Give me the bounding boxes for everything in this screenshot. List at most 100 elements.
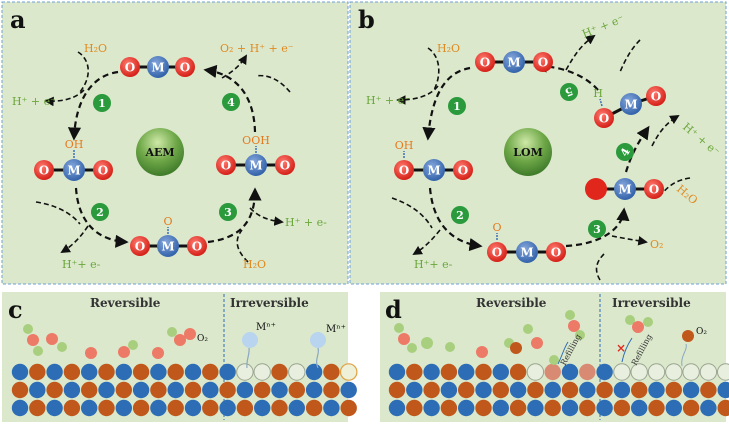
oxygen-site <box>167 381 184 399</box>
label-b-hpe-2: H⁺+ e- <box>414 258 453 271</box>
panel-d-reversible: Reversible <box>476 296 547 310</box>
atom-label: O <box>599 112 609 126</box>
adsorbate-oh: OH <box>65 138 84 151</box>
oxygen-site <box>406 381 423 399</box>
vacancy-site <box>253 363 271 381</box>
label-b-hpe-1: H⁺ + e⁻ <box>366 94 410 107</box>
oxygen-site <box>46 399 63 417</box>
side-arrow-b-hpe-top <box>565 34 596 71</box>
atom-label: M <box>67 164 80 178</box>
center-sphere-aem <box>136 128 184 176</box>
oxygen-site <box>613 381 631 399</box>
metal-site <box>63 363 81 381</box>
oxygen-site <box>11 399 29 417</box>
atom-label: O <box>192 240 202 254</box>
oxygen-site <box>115 363 132 381</box>
metal-site <box>579 399 596 417</box>
oxygen-site <box>579 381 596 399</box>
metal-site <box>458 381 475 399</box>
refill-arrow <box>621 337 633 363</box>
oxygen-site <box>423 399 440 417</box>
center-sphere-lom <box>504 128 552 176</box>
atom-label: O <box>98 164 108 178</box>
oxygen-site <box>219 363 236 381</box>
metal-site <box>440 363 458 381</box>
metal-site <box>406 399 423 417</box>
adsorbate-ooh: OOH <box>242 134 270 147</box>
panel-d: d Reversible Irreversible O₂ Refilling ×… <box>380 292 729 422</box>
vacancy-site <box>647 363 666 381</box>
oxygen-site <box>288 399 305 417</box>
oxygen-site <box>458 399 475 417</box>
oxygen-site <box>132 381 150 399</box>
side-arrow-a-top-right <box>255 74 291 93</box>
refilled-site <box>544 363 561 381</box>
molecule-b-bottom: O M O O <box>487 221 566 263</box>
svg-text:2: 2 <box>456 209 464 222</box>
oxygen-site <box>202 381 219 399</box>
step-badge-a-4: 4 <box>222 93 240 111</box>
dissolved-ions-c: Mⁿ⁺ Mⁿ⁺ <box>242 322 346 369</box>
adsorbate-oh: OH <box>395 139 414 152</box>
oxygen-site <box>492 399 509 417</box>
cycle-arrow-a-2 <box>74 187 129 248</box>
panel-b: b O M O <box>349 1 727 285</box>
lattice-d <box>388 363 729 417</box>
oxygen-site <box>700 399 717 417</box>
adsorbate-o: O <box>163 215 172 228</box>
metal-atom <box>620 93 642 115</box>
side-arrow-a-left-in <box>35 201 81 225</box>
panel-c-irreversible: Irreversible <box>230 296 309 310</box>
metal-ion <box>242 332 258 348</box>
svg-text:3: 3 <box>593 223 601 236</box>
side-arrow-b-o2-out <box>611 235 648 246</box>
molecule-b-left: O M O OH <box>394 139 473 181</box>
label-a-hpe-3: H⁺ + e- <box>285 216 327 229</box>
oxygen-site <box>340 381 357 399</box>
label-a-hpe-2: H⁺+ e- <box>62 258 101 271</box>
metal-site <box>682 399 700 417</box>
side-arrow-a-hpe-right <box>249 207 284 226</box>
metal-site <box>613 399 631 417</box>
atom-label: M <box>507 56 520 70</box>
oxygen-site <box>388 399 406 417</box>
oxygen-site <box>544 381 561 399</box>
metal-site <box>150 381 167 399</box>
metal-atom <box>147 56 169 78</box>
molecule-b-top: O M O <box>475 51 553 73</box>
oxygen-atom <box>487 242 507 262</box>
label-a-o2-products: O₂ + H⁺ + e⁻ <box>220 42 294 55</box>
panel-a: a O M O O <box>1 1 349 285</box>
oxygen-site <box>527 399 544 417</box>
metal-site <box>219 381 236 399</box>
step-badge-a-3: 3 <box>219 203 237 221</box>
metal-ion <box>310 332 326 348</box>
atom-label: O <box>492 246 502 260</box>
oxygen-site <box>305 363 323 381</box>
metal-site <box>271 399 288 417</box>
side-arrow-b-bottom <box>595 253 605 281</box>
oxygen-site <box>475 381 492 399</box>
atom-label: M <box>151 61 164 75</box>
molecule-b-tilted: O M O H <box>593 86 666 128</box>
atom-label: M <box>624 98 637 112</box>
atom-label: O <box>538 56 548 70</box>
atom-label: O <box>280 159 290 173</box>
metal-site <box>11 381 29 399</box>
metal-site <box>388 381 406 399</box>
metal-site <box>544 399 561 417</box>
vacancy-site <box>699 363 718 381</box>
oxygen-site <box>492 363 509 381</box>
svg-text:2: 2 <box>96 206 104 219</box>
step-badge-b-2: 2 <box>451 206 469 224</box>
metal-atom <box>503 51 525 73</box>
gas-molecules-d: O₂ <box>394 310 707 358</box>
label-c-o2: O₂ <box>197 334 208 344</box>
atom-label: O <box>399 164 409 178</box>
vacancy-site <box>288 363 306 381</box>
metal-site <box>132 399 150 417</box>
oxygen-site <box>81 363 98 381</box>
step-badge-b-1: 1 <box>448 97 466 115</box>
panel-c: c Reversible Irreversible O₂ Mⁿ⁺ Mⁿ⁺ <box>2 292 358 422</box>
side-arrow-b-top-in <box>619 39 641 73</box>
